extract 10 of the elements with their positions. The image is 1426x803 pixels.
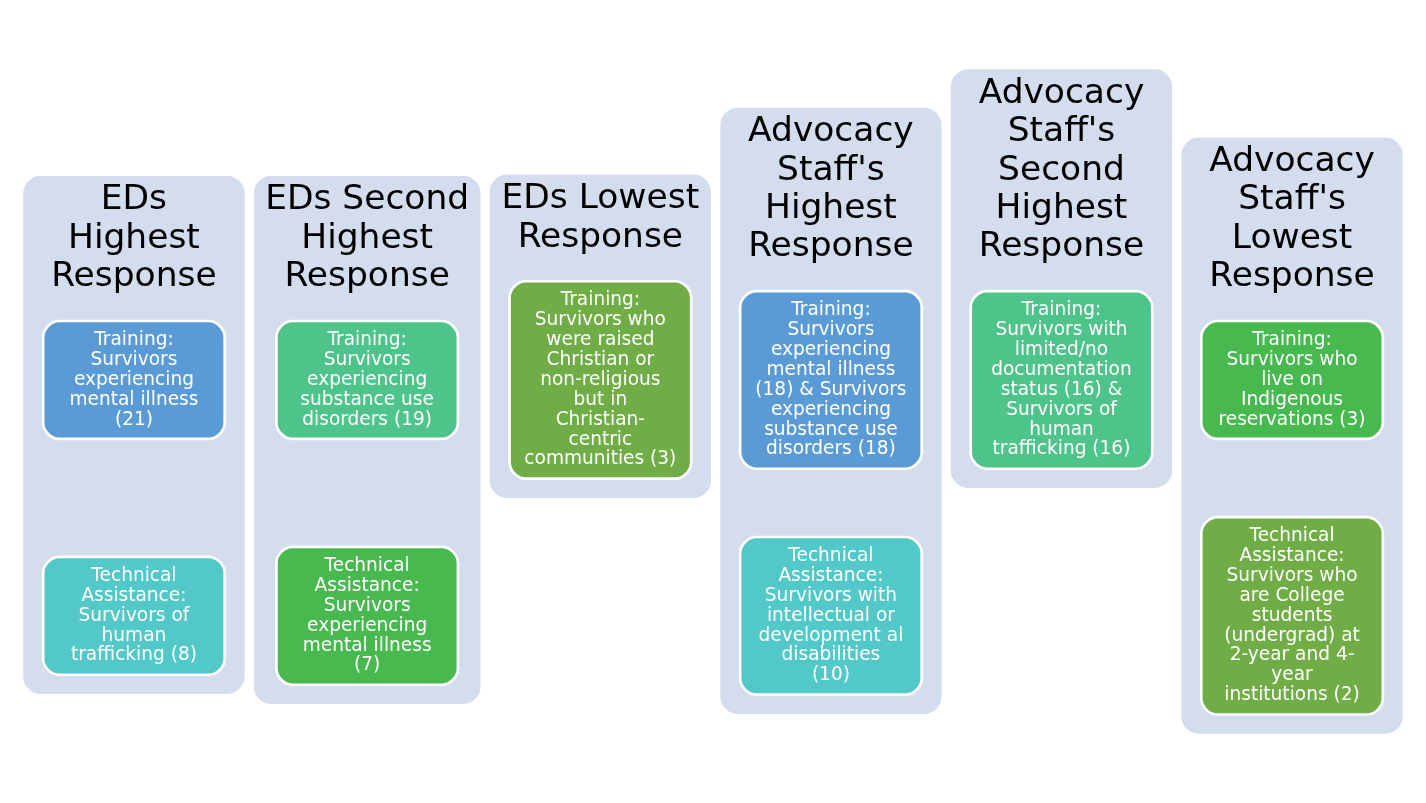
node-box: Training: Survivors with limited/no documentation status (16) & Survivors of human trafficking (16): [969, 289, 1154, 471]
node-box: Technical Assistance: Survivors with intellectual or development al disabilities (10): [738, 535, 924, 696]
node-box: Training: Survivors experiencing substance use disorders (19): [275, 319, 460, 441]
node-box: Training: Survivors experiencing mental illness (18) & Survivors experiencing substance use disorders (18): [738, 289, 924, 471]
node-box: Technical Assistance: Survivors who are College students (undergrad) at 2-year and 4- year institutions (2): [1199, 515, 1385, 716]
node-box: Training: Survivors who live on Indigenous reservations (3): [1199, 319, 1385, 441]
node-box: Training: Survivors who were raised Christian or non-religious but in Christian- centric communities (3): [508, 279, 693, 480]
node-box: Technical Assistance: Survivors experiencing mental illness (7): [275, 545, 460, 687]
node-box: Technical Assistance: Survivors of human trafficking (8): [41, 555, 227, 677]
node-box: Training: Survivors experiencing mental illness (21): [41, 319, 227, 441]
